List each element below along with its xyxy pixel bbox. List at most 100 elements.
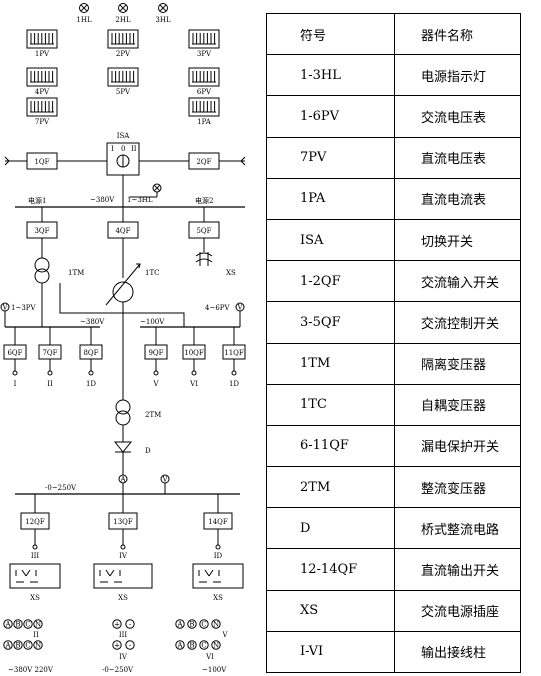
xs-label: XS xyxy=(118,594,128,602)
qf-breaker: 6QF I xyxy=(3,327,27,388)
meter-v-left: V xyxy=(1,304,8,312)
legend-symbol: 1-2QF xyxy=(266,260,395,303)
terminal-post-label: C xyxy=(25,642,30,650)
legend-symbol: 12-14QF xyxy=(266,548,395,591)
terminal-post-label: B xyxy=(15,621,20,629)
qf-breaker: 7QF II xyxy=(38,327,62,388)
xs-label: XS xyxy=(213,594,223,602)
meter-label: 2PV xyxy=(116,50,131,58)
legend-symbol: 1PA xyxy=(266,177,395,220)
terminal-label: VI xyxy=(189,380,198,388)
terminal-post-label: - xyxy=(129,621,132,629)
terminal-post-label: N xyxy=(213,621,219,629)
volt-bottom-3: ~100V xyxy=(202,666,227,674)
terminal-post-label: C xyxy=(201,642,206,650)
terminal-post: A xyxy=(175,640,185,650)
v1pv-label: 1~3PV xyxy=(11,304,36,312)
legend-component: 直流输出开关 xyxy=(394,548,521,591)
legend-component: 输出接线柱 xyxy=(394,630,521,674)
meter-a-label: A xyxy=(119,476,126,484)
legend-component: 交流控制开关 xyxy=(394,301,521,344)
terminal-label: I xyxy=(14,380,17,388)
meter-label: 7PV xyxy=(35,118,50,126)
qf-label: 10QF xyxy=(184,349,204,357)
terminal-post-label: N xyxy=(35,621,41,629)
diode-label: D xyxy=(145,447,151,455)
lamp-label: 3HL xyxy=(155,16,171,24)
meter: 2PV xyxy=(107,29,139,58)
meter-label: 3PV xyxy=(197,50,212,58)
legend-component: 直流电流表 xyxy=(394,177,521,220)
terminal-post: N xyxy=(211,619,221,629)
switch-pos-ii: II xyxy=(131,145,137,153)
qf-dc-label: 13QF xyxy=(113,518,133,526)
meter: 5PV xyxy=(107,67,139,96)
qf5-label: 5QF xyxy=(196,227,211,235)
terminal-post: B xyxy=(187,640,197,650)
legend-component: 交流电压表 xyxy=(394,95,521,138)
qf-dc-label: 12QF xyxy=(25,518,45,526)
tm1-label: 1TM xyxy=(68,269,84,277)
indicator-lamps: 1HL 2HL 3HL xyxy=(76,3,171,24)
qf-label: 7QF xyxy=(42,349,57,357)
terminal-post: C xyxy=(23,640,33,650)
terminal-post: N xyxy=(33,619,43,629)
terminal-post-label: C xyxy=(25,621,30,629)
terminal-post-label: A xyxy=(4,642,11,650)
legend-component: 交流电源插座 xyxy=(394,589,521,632)
terminal-group-label: III xyxy=(119,631,128,639)
meter: 6PV xyxy=(188,67,220,96)
terminal-post: A xyxy=(3,640,13,650)
legend-component: 自耦变压器 xyxy=(394,383,521,426)
meter-v-right: V xyxy=(236,304,243,312)
qf4-label: 4QF xyxy=(115,227,130,235)
legend-symbol: XS xyxy=(266,589,395,632)
legend-symbol: 1-6PV xyxy=(266,95,395,138)
terminal-group-label: V xyxy=(221,631,228,639)
legend-header-row: 符号 器件名称 xyxy=(266,12,521,56)
lamp-label: 1HL xyxy=(76,16,92,24)
isa-switch: ISA I 0 II xyxy=(106,132,140,176)
terminal-post-label: B xyxy=(189,642,194,650)
hl-label: 1~3HL xyxy=(127,196,153,204)
terminal-post: B xyxy=(13,619,23,629)
terminal-dc-label: IV xyxy=(119,552,128,560)
tm2-label: 2TM xyxy=(145,411,161,419)
legend-symbol: I-VI xyxy=(266,630,395,674)
terminal-post: N xyxy=(33,640,43,650)
terminal-post-label: + xyxy=(114,621,120,629)
terminal-dc-label: ID xyxy=(214,552,223,560)
terminal-group-label: IV xyxy=(119,653,128,661)
qf-label: 8QF xyxy=(83,349,98,357)
qf-label: 11QF xyxy=(224,349,244,357)
legend-component: 切换开关 xyxy=(394,218,521,262)
meter-label: 1PV xyxy=(35,50,50,58)
terminal-post-label: B xyxy=(15,642,20,650)
qf-label: 6QF xyxy=(7,349,22,357)
v380-top: ~380V xyxy=(90,196,115,204)
meter: 7PV xyxy=(26,97,58,126)
legend-symbol: 2TM xyxy=(266,466,395,509)
terminal-group-label: VI xyxy=(205,653,214,661)
terminal-label: II xyxy=(47,380,53,388)
legend-header-name: 器件名称 xyxy=(394,12,521,56)
lamp-label: 2HL xyxy=(115,16,131,24)
terminal-post-label: A xyxy=(176,621,183,629)
terminal-post: C xyxy=(23,619,33,629)
v380-mid: ~380V xyxy=(80,318,105,326)
meter-v-label: V xyxy=(161,476,168,484)
